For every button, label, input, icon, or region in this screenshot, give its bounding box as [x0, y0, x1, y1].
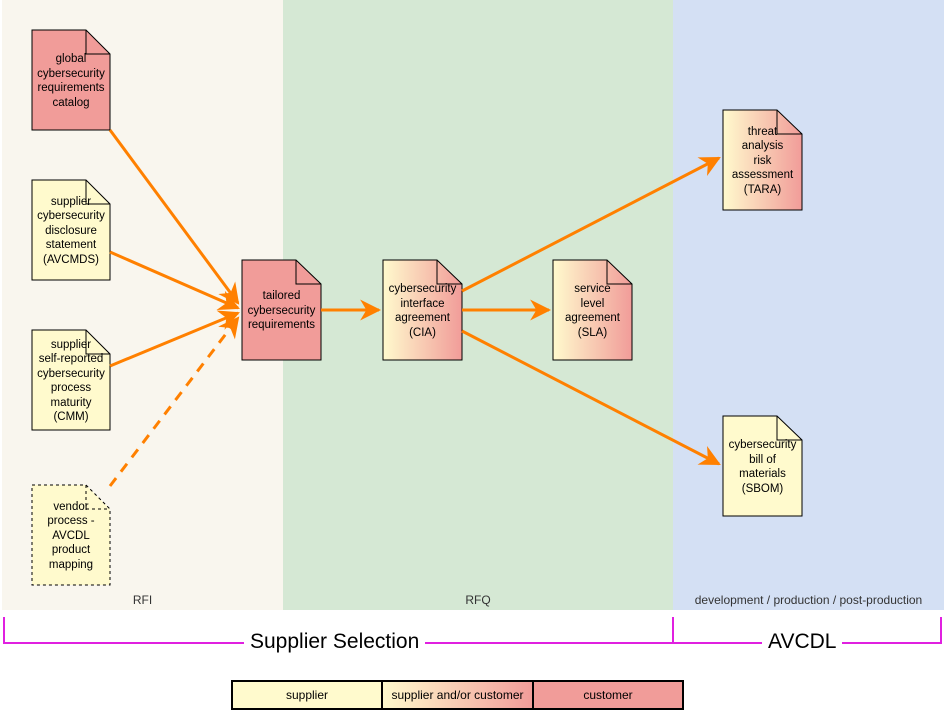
doc-shape-sla	[552, 259, 633, 361]
doc-shape-avcmds	[31, 179, 111, 281]
doc-shape-cmm	[31, 329, 111, 431]
doc-shape-tailored	[241, 259, 322, 361]
arrow-vendor-to-tailored	[108, 316, 240, 487]
doc-shape-global-catalog	[31, 29, 111, 131]
phase-label-avcdl: AVCDL	[762, 630, 843, 654]
doc-label-vendor-mapping: vendor process - AVCDL product mapping	[47, 500, 95, 571]
doc-tara: threat analysis risk assessment (TARA)	[723, 110, 802, 210]
doc-label-cia: cybersecurity interface agreement (CIA)	[388, 283, 457, 339]
doc-fold-tara	[776, 110, 802, 135]
doc-fold-vendor-mapping	[85, 485, 110, 510]
legend-label-customer: customer	[583, 688, 633, 702]
doc-sbom: cybersecurity bill of materials (SBOM)	[723, 416, 802, 516]
bracket-supplier-selection	[3, 617, 673, 644]
doc-sla: service level agreement (SLA)	[553, 260, 632, 360]
arrow-cia-to-tara	[461, 156, 721, 293]
arrow-cia-to-sbom	[461, 329, 721, 466]
phase-label-supplier-selection: Supplier Selection	[244, 630, 426, 654]
doc-label-avcmds: supplier cybersecurity disclosure statem…	[37, 195, 105, 266]
lane-development: development / production / post-producti…	[673, 0, 944, 610]
doc-label-global-catalog: global cybersecurity requirements catalo…	[37, 53, 105, 109]
doc-shape-vendor-mapping	[31, 484, 111, 586]
doc-vendor-mapping: vendor process - AVCDL product mapping	[32, 485, 110, 585]
doc-global-catalog: global cybersecurity requirements catalo…	[32, 30, 110, 130]
doc-shape-tara	[722, 109, 803, 211]
doc-avcmds: supplier cybersecurity disclosure statem…	[32, 180, 110, 280]
lane-label-rfq: RFQ	[465, 593, 491, 607]
arrow-avcmds-to-tailored	[109, 250, 240, 311]
lane-label-rfi: RFI	[132, 593, 153, 607]
doc-label-sbom: cybersecurity bill of materials (SBOM)	[728, 439, 797, 495]
doc-cia: cybersecurity interface agreement (CIA)	[383, 260, 462, 360]
legend-box-supplier	[231, 680, 383, 710]
legend-label-both: supplier and/or customer	[391, 688, 524, 702]
legend-label-supplier: supplier	[285, 688, 329, 702]
doc-fold-sla	[606, 260, 632, 285]
arrow-cmm-to-tailored	[109, 310, 240, 368]
lane-label-development: development / production / post-producti…	[694, 593, 923, 607]
arrow-catalog-to-tailored	[108, 129, 240, 305]
doc-fold-tailored	[295, 260, 321, 285]
doc-fold-cia	[436, 260, 462, 285]
doc-label-tailored: tailored cybersecurity requirements	[247, 290, 316, 332]
doc-shape-cia	[382, 259, 463, 361]
doc-cmm: supplier self-reported cybersecurity pro…	[32, 330, 110, 430]
doc-label-tara: threat analysis risk assessment (TARA)	[731, 125, 794, 196]
doc-label-cmm: supplier self-reported cybersecurity pro…	[37, 338, 105, 424]
doc-shape-sbom	[722, 415, 803, 517]
doc-fold-avcmds	[85, 180, 110, 205]
legend-box-customer	[532, 680, 684, 710]
doc-fold-cmm	[85, 330, 110, 355]
doc-fold-global-catalog	[85, 30, 110, 55]
doc-tailored: tailored cybersecurity requirements	[242, 260, 321, 360]
doc-fold-sbom	[776, 416, 802, 441]
doc-label-sla: service level agreement (SLA)	[565, 283, 620, 339]
